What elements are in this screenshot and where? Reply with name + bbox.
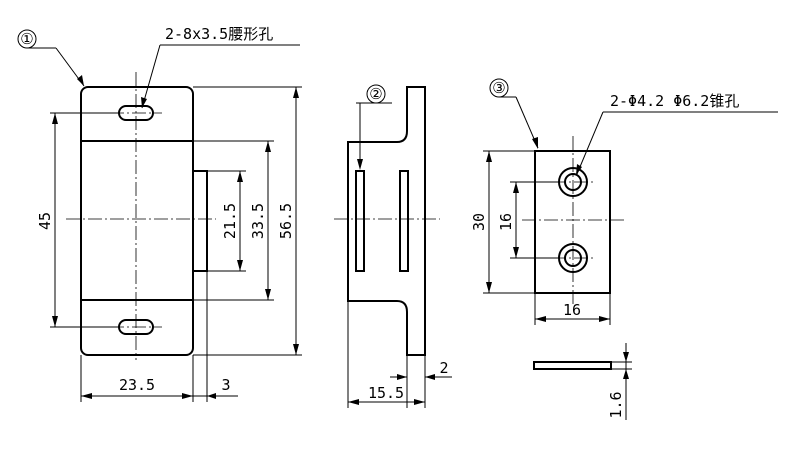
dim-2-label: 2 <box>439 359 448 377</box>
dim-45: 45 <box>36 112 118 328</box>
dim-33-5: 33.5 <box>193 140 274 301</box>
callout-1: ① <box>17 29 85 87</box>
dim-30: 30 <box>470 150 535 294</box>
dim-56-5: 56.5 <box>193 86 302 356</box>
part3-plate-view: 30 16 16 ③ 2-Φ4.2 Φ <box>470 78 778 325</box>
dim-15-5: 15.5 <box>347 301 426 408</box>
callout-hole-note: 2-Φ4.2 Φ6.2锥孔 <box>576 92 778 175</box>
dim-21-5-label: 21.5 <box>221 203 239 239</box>
part1-front-view: 45 21.5 33.5 56.5 <box>17 25 302 402</box>
hole-note-label: 2-Φ4.2 Φ6.2锥孔 <box>610 92 739 110</box>
part3-thickness-view: 1.6 <box>533 343 632 420</box>
dim-33-5-label: 33.5 <box>249 203 267 239</box>
callout-2: ② <box>356 84 392 170</box>
dim-16-vertical: 16 <box>497 181 558 259</box>
dim-3-label: 3 <box>221 376 230 394</box>
part1-plate-outline <box>80 86 194 356</box>
callout-1-label: ① <box>20 30 33 48</box>
dim-21-5: 21.5 <box>207 170 246 272</box>
part3-plate-outline <box>534 150 611 294</box>
dim-1-6-label: 1.6 <box>607 391 625 418</box>
callout-3-label: ③ <box>492 79 505 97</box>
callout-2-label: ② <box>369 85 382 103</box>
part2-right-slot <box>399 170 409 272</box>
dim-16-vertical-label: 16 <box>497 213 515 231</box>
dim-1-6: 1.6 <box>607 343 632 420</box>
slot-note-label: 2-8x3.5腰形孔 <box>165 25 273 43</box>
dim-15-5-label: 15.5 <box>368 384 404 402</box>
dim-16-horizontal: 16 <box>534 293 611 325</box>
part3-thickness-strip <box>533 361 612 370</box>
part2-side-view: 15.5 2 ② <box>334 84 452 408</box>
dim-23-5-label: 23.5 <box>119 376 155 394</box>
part2-left-slot <box>355 170 365 272</box>
part1-side-flange <box>192 170 208 272</box>
dim-45-label: 45 <box>36 212 54 230</box>
dim-23-5: 23.5 3 <box>80 271 238 402</box>
dim-30-label: 30 <box>470 213 488 231</box>
dim-2: 2 <box>390 359 452 380</box>
dim-56-5-label: 56.5 <box>277 203 295 239</box>
callout-3: ③ <box>489 78 539 149</box>
callout-slot-note: 2-8x3.5腰形孔 <box>141 25 300 109</box>
dim-16-horizontal-label: 16 <box>563 301 581 319</box>
